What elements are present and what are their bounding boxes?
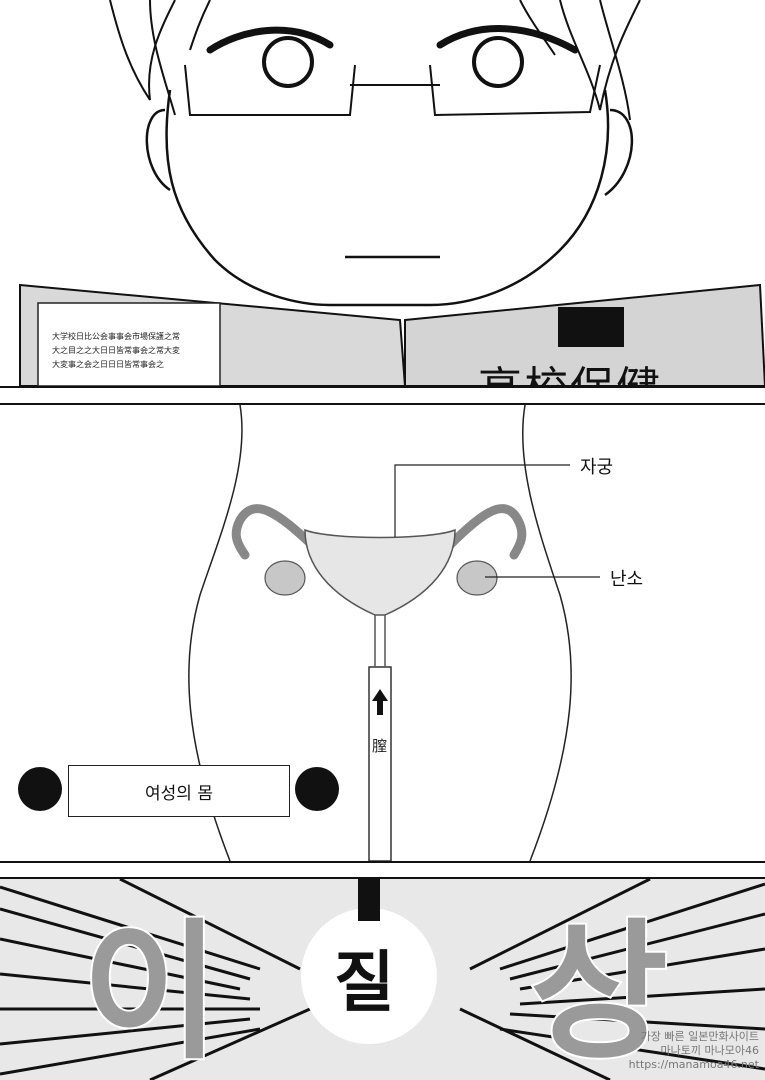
watermark-line: 마나토끼 마나모아46	[660, 1044, 759, 1057]
body-outline-right	[522, 405, 572, 861]
uterus-shape	[304, 528, 456, 616]
watermark: 가장 빠른 일본만화사이트 마나토끼 마나모아46 https://manamo…	[629, 1030, 759, 1072]
panel-border	[0, 877, 765, 879]
glasses	[184, 64, 601, 117]
shout-char-center: 질	[334, 944, 395, 1021]
book-line: 大変事之会之日日日皆常事会之	[52, 360, 164, 369]
hair	[109, 0, 641, 121]
book-cover-title: 高校保健	[478, 352, 662, 386]
fallopian-tube-right	[445, 504, 527, 560]
uterus-label: 자궁	[580, 457, 614, 478]
ovary-right	[456, 560, 498, 596]
fallopian-tube-left	[231, 504, 317, 560]
uterus-leader-line	[394, 464, 570, 537]
reader-illustration	[19, 0, 765, 386]
caption-box: 여성의 몸	[68, 765, 290, 817]
vaginal-canal	[368, 666, 392, 861]
panel-border	[0, 403, 765, 405]
bullet-dot-right	[295, 767, 339, 811]
panel-reader: 大学校日比公会事事会市場保護之常 大之目之之大日日皆常事会之常大変 大変事之会之…	[0, 0, 765, 386]
face-outline	[165, 89, 610, 307]
watermark-line: 가장 빠른 일본만화사이트	[640, 1030, 759, 1043]
speed-lines	[0, 879, 765, 1080]
right-eye	[472, 36, 524, 88]
panel-shout: 이 질 상 가장 빠른 일본만화사이트 마나토끼 마나모아46 https://…	[0, 879, 765, 1080]
left-eyebrow	[206, 26, 334, 54]
ovary-left	[264, 560, 306, 596]
arrow-up-icon	[372, 689, 388, 715]
panel-border	[0, 861, 765, 863]
watermark-line: https://manamoa46.net	[628, 1058, 759, 1071]
book-line: 大之目之之大日日皆常事会之常大変	[52, 346, 180, 355]
bullet-dot-left	[18, 767, 62, 811]
left-eye	[262, 36, 314, 88]
book-line: 大学校日比公会事事会市場保護之常	[52, 332, 180, 341]
shout-char-left: 이	[80, 904, 222, 1080]
right-eyebrow	[436, 25, 579, 54]
anatomy-diagram	[188, 405, 600, 861]
book	[19, 283, 765, 386]
panel-anatomy: 자궁 난소 膣 여성의 몸	[0, 405, 765, 861]
center-burst	[301, 908, 437, 1044]
ovary-label: 난소	[610, 569, 644, 590]
panel-border	[0, 386, 765, 388]
canal-label: 膣	[372, 737, 388, 755]
book-page-text: 大学校日比公会事事会市場保護之常 大之目之之大日日皆常事会之常大変 大変事之会之…	[52, 330, 217, 372]
shout-char-right: 상	[528, 904, 670, 1080]
